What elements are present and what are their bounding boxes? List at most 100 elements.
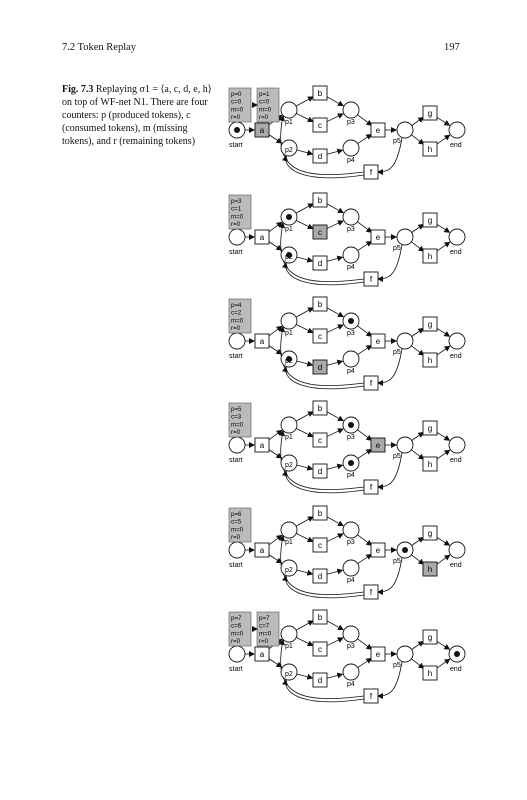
place-label-p2: p2 — [285, 671, 293, 678]
transition-label-b: b — [318, 509, 323, 518]
place-label-end: end — [450, 353, 462, 360]
counter-value: c=3 — [231, 414, 242, 421]
transition-f — [363, 271, 379, 287]
figure-label: Fig. 7.3 — [62, 84, 94, 95]
transition-h — [422, 248, 438, 264]
place-label-p1: p1 — [285, 119, 293, 126]
place-p1 — [280, 312, 298, 330]
place-label-p4: p4 — [347, 157, 355, 164]
counter-value: p=5 — [231, 406, 242, 413]
transition-b — [312, 400, 328, 416]
place-label-p2: p2 — [285, 358, 293, 365]
place-p4 — [342, 246, 360, 264]
counter-value: c=6 — [231, 623, 242, 630]
transition-label-e: e — [376, 126, 381, 135]
place-start — [228, 332, 246, 350]
place-label-p1: p1 — [285, 434, 293, 441]
place-label-end: end — [450, 666, 462, 673]
place-label-start: start — [229, 353, 243, 360]
transition-label-a: a — [260, 650, 265, 659]
transition-a — [254, 437, 270, 453]
counter-value: c=1 — [231, 206, 242, 213]
transition-e — [370, 333, 386, 349]
counter-value: m=0 — [231, 317, 244, 324]
transition-h — [422, 352, 438, 368]
place-label-p4: p4 — [347, 681, 355, 688]
transition-g — [422, 212, 438, 228]
transition-b — [312, 85, 328, 101]
place-p4 — [342, 559, 360, 577]
transition-label-g: g — [428, 109, 432, 118]
transition-label-e: e — [376, 650, 381, 659]
transition-a — [254, 646, 270, 662]
transition-label-g: g — [428, 424, 432, 433]
transition-b — [312, 609, 328, 625]
place-p1 — [280, 416, 298, 434]
token-icon — [286, 356, 292, 362]
transition-label-b: b — [318, 196, 323, 205]
counter-box: p=0c=0m=0r=0 — [228, 87, 252, 123]
place-start — [228, 436, 246, 454]
place-p3 — [342, 101, 360, 119]
counter-value: m=0 — [259, 106, 272, 113]
place-label-p3: p3 — [347, 539, 355, 546]
place-end — [448, 332, 466, 350]
place-label-p2: p2 — [285, 567, 293, 574]
place-label-p4: p4 — [347, 368, 355, 375]
place-label-end: end — [450, 562, 462, 569]
transition-g — [422, 316, 438, 332]
transition-label-e: e — [376, 337, 381, 346]
transition-label-d: d — [318, 152, 322, 161]
transition-d — [312, 148, 328, 164]
transition-a — [254, 122, 270, 138]
place-p4 — [342, 139, 360, 157]
transition-label-f: f — [370, 692, 373, 701]
token-icon — [286, 252, 292, 258]
transition-c — [312, 641, 328, 657]
transition-c — [312, 224, 328, 240]
place-p4 — [342, 663, 360, 681]
transition-c — [312, 537, 328, 553]
arcs — [245, 203, 451, 286]
figure-caption-text: Replaying σ1 = ⟨a, c, d, e, h⟩ on top of… — [62, 84, 212, 147]
counter-value: r=0 — [231, 221, 241, 228]
place-label-p5: p5 — [393, 138, 401, 145]
transition-label-b: b — [318, 613, 323, 622]
transition-label-a: a — [260, 337, 265, 346]
counter-value: c=2 — [231, 310, 242, 317]
transition-label-c: c — [318, 228, 322, 237]
transition-d — [312, 463, 328, 479]
place-label-start: start — [229, 457, 243, 464]
token-icon — [234, 127, 240, 133]
transition-label-d: d — [318, 676, 322, 685]
place-p5 — [396, 436, 414, 454]
transition-label-e: e — [376, 546, 381, 555]
place-label-p3: p3 — [347, 434, 355, 441]
place-end — [448, 541, 466, 559]
place-label-p5: p5 — [393, 453, 401, 460]
place-p5 — [396, 121, 414, 139]
place-end — [448, 228, 466, 246]
transition-a — [254, 229, 270, 245]
place-label-p4: p4 — [347, 264, 355, 271]
place-label-start: start — [229, 666, 243, 673]
transition-label-b: b — [318, 89, 323, 98]
place-label-p3: p3 — [347, 330, 355, 337]
counter-box: p=7c=6m=0r=0 — [228, 611, 252, 647]
place-label-end: end — [450, 142, 462, 149]
place-label-p5: p5 — [393, 662, 401, 669]
transition-a — [254, 542, 270, 558]
counter-value: p=7 — [231, 615, 242, 622]
transition-c — [312, 432, 328, 448]
transition-f — [363, 584, 379, 600]
transition-g — [422, 420, 438, 436]
transition-g — [422, 525, 438, 541]
place-label-p2: p2 — [285, 462, 293, 469]
arcs — [245, 620, 451, 703]
transition-label-h: h — [428, 356, 432, 365]
transition-label-h: h — [428, 565, 432, 574]
counter-value: r=0 — [231, 114, 241, 121]
counter-value: m=0 — [231, 106, 244, 113]
counter-value: m=0 — [231, 421, 244, 428]
